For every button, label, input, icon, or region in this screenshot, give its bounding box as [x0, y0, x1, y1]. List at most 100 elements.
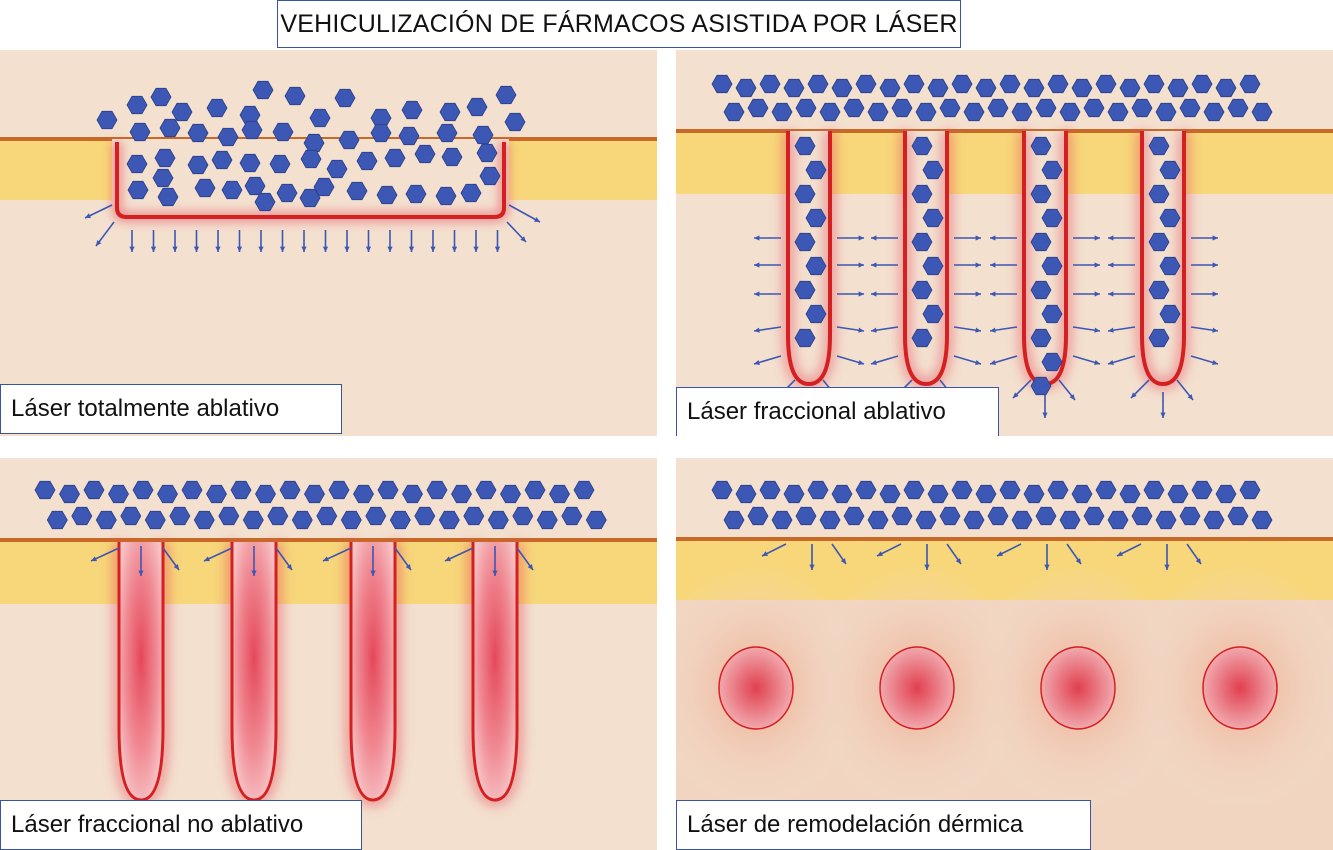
diffusion-arrowhead — [976, 291, 981, 296]
drug-molecule — [1072, 485, 1092, 502]
drug-molecule — [329, 481, 349, 498]
diffusion-arrowhead — [754, 291, 759, 296]
drug-molecule — [760, 481, 780, 498]
diffusion-arrowhead — [495, 247, 500, 252]
drug-molecule — [1000, 481, 1020, 498]
drug-molecule — [820, 511, 840, 528]
drug-molecule — [194, 511, 214, 528]
diffusion-arrowhead — [344, 247, 349, 252]
drug-molecule — [1144, 481, 1164, 498]
drug-molecule — [856, 481, 876, 498]
drug-molecule — [844, 507, 864, 524]
drug-molecule — [160, 119, 180, 136]
diffusion-arrowhead — [871, 235, 876, 240]
drug-molecule — [586, 511, 606, 528]
drug-molecule — [1120, 79, 1140, 96]
epidermis-layer — [0, 540, 657, 604]
drug-molecule — [976, 485, 996, 502]
drug-molecule — [1132, 507, 1152, 524]
drug-molecule — [856, 75, 876, 92]
drug-molecule — [988, 99, 1008, 116]
diffusion-arrowhead — [430, 247, 435, 252]
diffusion-arrowhead — [366, 247, 371, 252]
drug-molecule — [1108, 103, 1128, 120]
drug-molecule — [1252, 103, 1272, 120]
thermal-coagulation-zone — [232, 542, 276, 800]
drug-molecule — [964, 103, 984, 120]
drug-molecule — [952, 75, 972, 92]
diffusion-arrowhead — [859, 262, 864, 267]
drug-molecule — [366, 507, 386, 524]
drug-molecule — [219, 507, 239, 524]
drug-molecule — [724, 511, 744, 528]
drug-molecule — [832, 485, 852, 502]
drug-molecule — [820, 103, 840, 120]
drug-molecule — [784, 485, 804, 502]
panel-fractional-ablative-diagram — [676, 50, 1333, 436]
drug-molecule — [1156, 103, 1176, 120]
diffusion-arrowhead — [1213, 235, 1218, 240]
drug-molecule — [988, 507, 1008, 524]
diffusion-arrowhead — [1108, 291, 1113, 296]
drug-molecule — [440, 103, 460, 120]
drug-molecule — [1168, 79, 1188, 96]
drug-molecule — [1048, 75, 1068, 92]
panel-label-fractional-non-ablative: Láser fraccional no ablativo — [0, 800, 362, 850]
drug-molecule — [1168, 485, 1188, 502]
drug-molecule — [916, 103, 936, 120]
drug-molecule — [1180, 99, 1200, 116]
drug-molecule — [1012, 103, 1032, 120]
drug-molecule — [60, 485, 80, 502]
drug-molecule — [505, 113, 525, 130]
drug-molecule — [84, 481, 104, 498]
epidermis-layer — [676, 132, 1333, 194]
diffusion-arrowhead — [754, 235, 759, 240]
drug-molecule — [1192, 481, 1212, 498]
drug-molecule — [880, 79, 900, 96]
thermal-coagulation-zone — [119, 542, 163, 800]
drug-molecule — [335, 89, 355, 106]
drug-molecule — [880, 485, 900, 502]
drug-molecule — [145, 511, 165, 528]
drug-molecule — [72, 507, 92, 524]
drug-molecule — [109, 485, 129, 502]
diffusion-arrowhead — [194, 247, 199, 252]
diffusion-arrowhead — [990, 262, 995, 267]
diffusion-arrowhead — [871, 262, 876, 267]
dermal-coagulation-spot — [1203, 647, 1277, 729]
diffusion-arrowhead — [237, 247, 242, 252]
drug-molecule — [501, 485, 521, 502]
diffusion-arrowhead — [215, 247, 220, 252]
drug-molecule — [916, 511, 936, 528]
diffusion-arrowhead — [409, 247, 414, 252]
drug-molecule — [439, 511, 459, 528]
drug-molecule — [808, 75, 828, 92]
drug-molecule — [1144, 75, 1164, 92]
drug-molecule — [1060, 511, 1080, 528]
drug-molecule — [712, 481, 732, 498]
panel-fractional-non-ablative: Láser fraccional no ablativo — [0, 458, 657, 850]
diffusion-arrowhead — [473, 247, 478, 252]
thermal-coagulation-zone — [351, 542, 395, 800]
drug-molecule — [550, 485, 570, 502]
drug-molecule — [904, 75, 924, 92]
drug-molecule — [496, 86, 516, 103]
drug-molecule — [1036, 507, 1056, 524]
drug-molecule — [1252, 511, 1272, 528]
diffusion-arrowhead — [859, 291, 864, 296]
drug-molecule — [760, 75, 780, 92]
drug-molecule — [1024, 79, 1044, 96]
diffusion-arrowhead — [129, 247, 134, 252]
drug-molecule — [476, 481, 496, 498]
drug-molecule — [904, 481, 924, 498]
drug-molecule — [354, 485, 374, 502]
drug-molecule — [1240, 481, 1260, 498]
drug-molecule — [736, 79, 756, 96]
diffusion-arrowhead — [1042, 413, 1047, 418]
drug-molecule — [1036, 99, 1056, 116]
drug-molecule — [1084, 99, 1104, 116]
drug-molecule — [1228, 507, 1248, 524]
drug-molecule — [158, 485, 178, 502]
diffusion-arrowhead — [1095, 235, 1100, 240]
diffusion-arrowhead — [151, 247, 156, 252]
